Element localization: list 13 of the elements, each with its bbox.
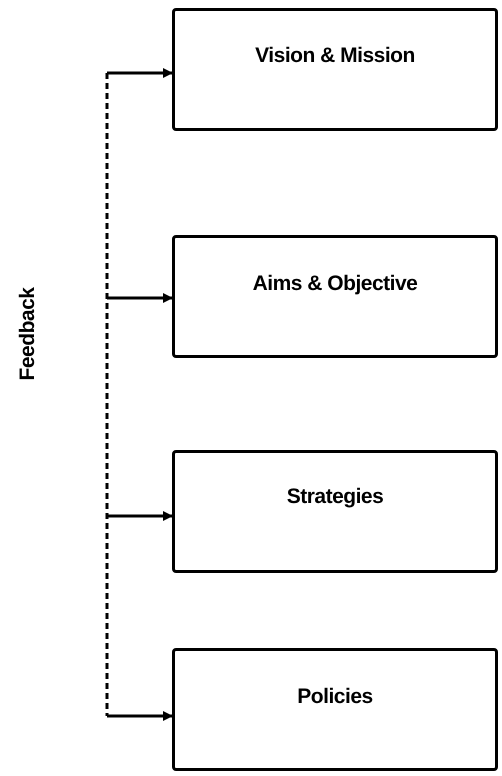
process-box [172,235,498,358]
box-title: Strategies [286,485,384,509]
side-label: Feedback [16,288,40,380]
process-box [172,8,498,131]
arrow [107,293,173,303]
arrow [107,68,173,78]
arrow [107,511,173,521]
box-title: Aims & Objective [252,272,418,296]
process-box [172,450,498,573]
box-title: Vision & Mission [255,44,415,68]
arrow [107,711,173,721]
box-title: Policies [297,685,373,709]
process-box [172,648,498,771]
